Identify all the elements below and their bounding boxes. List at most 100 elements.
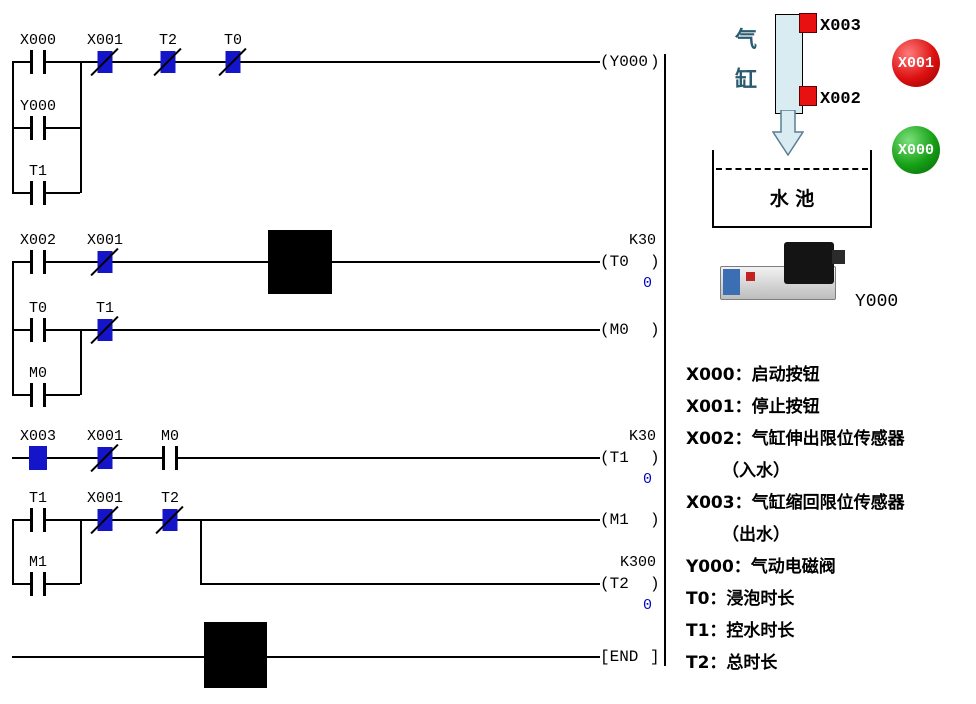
coil-t0-current-value: 0	[642, 275, 652, 292]
contact-t0-rung2[interactable]	[30, 318, 46, 342]
contact-bar-left	[162, 446, 165, 470]
contact-bar-right	[43, 250, 46, 274]
valve-solenoid-coil	[784, 242, 834, 284]
cylinder-name-char-1: 气	[735, 28, 758, 53]
contact-bar-left	[30, 181, 33, 205]
coil-t2[interactable]: (T2	[600, 575, 629, 593]
contact-m0-seal[interactable]	[30, 383, 46, 407]
contact-x002[interactable]	[30, 250, 46, 274]
water-tank: 水 池	[712, 150, 872, 228]
coil-t0-close: )	[650, 253, 660, 271]
contact-bar-left	[30, 383, 33, 407]
contact-t1-rung4-label: T1	[28, 490, 48, 507]
contact-bar-left	[30, 318, 33, 342]
wire-horizontal	[12, 61, 600, 63]
wire-vertical	[12, 262, 14, 395]
contact-x001-rung3[interactable]	[90, 443, 119, 473]
coil-t1-preset: K30	[628, 428, 656, 445]
coil-m0-close: )	[650, 321, 660, 339]
contact-x001-rung2-label: X001	[86, 232, 124, 249]
wire-vertical	[200, 520, 202, 584]
legend-t1: T1：控水时长	[686, 621, 795, 641]
wire-vertical	[80, 62, 82, 193]
wire-horizontal	[12, 192, 80, 194]
valve-connector	[832, 250, 845, 264]
contact-t1-rung2[interactable]	[90, 315, 119, 345]
wire-horizontal	[12, 127, 80, 129]
valve-label: Y000	[855, 292, 899, 312]
legend-x002-note: （入水）	[722, 461, 790, 481]
contact-t1-rung2-label: T1	[95, 300, 115, 317]
coil-t1-close: )	[650, 449, 660, 467]
sensor-x002-marker	[799, 86, 817, 106]
wire-horizontal	[12, 519, 600, 521]
contact-m1-seal-label: M1	[28, 554, 48, 571]
start-button-lamp: X000	[892, 126, 940, 174]
contact-t0-rung1[interactable]	[218, 47, 247, 77]
contact-t2-rung4-label: T2	[160, 490, 180, 507]
contact-m0-rung3[interactable]	[162, 446, 178, 470]
contact-x003[interactable]	[29, 446, 47, 470]
down-arrow-icon	[772, 110, 804, 156]
contact-x001-rung3-label: X001	[86, 428, 124, 445]
contact-x002-label: X002	[19, 232, 57, 249]
contact-t1-rung4[interactable]	[30, 508, 46, 532]
contact-x001-rung1-label: X001	[86, 32, 124, 49]
contact-bar-right	[175, 446, 178, 470]
contact-x001-rung4-label: X001	[86, 490, 124, 507]
contact-m0-seal-label: M0	[28, 365, 48, 382]
contact-t1-branch-label: T1	[28, 163, 48, 180]
contact-t0-rung2-label: T0	[28, 300, 48, 317]
contact-m1-seal[interactable]	[30, 572, 46, 596]
legend-t2: T2：总时长	[686, 653, 778, 673]
coil-m1-close: )	[650, 511, 660, 529]
contact-t2-rung1[interactable]	[153, 47, 182, 77]
coil-m0[interactable]: (M0	[600, 321, 629, 339]
black-block-2	[204, 622, 267, 688]
tank-label: 水 池	[769, 188, 815, 210]
contact-bar-right	[43, 50, 46, 74]
contact-bar-left	[30, 250, 33, 274]
contact-x001-rung1[interactable]	[90, 47, 119, 77]
water-level-line	[716, 168, 868, 170]
contact-y000-seal[interactable]	[30, 116, 46, 140]
coil-t2-preset: K300	[619, 554, 656, 571]
contact-bar-right	[43, 181, 46, 205]
coil-t1[interactable]: (T1	[600, 449, 629, 467]
contact-bar-right	[43, 318, 46, 342]
cylinder-name-char-2: 缸	[735, 68, 758, 93]
legend-x001: X001：停止按钮	[686, 397, 820, 417]
coil-m1[interactable]: (M1	[600, 511, 629, 529]
legend-x002: X002：气缸伸出限位传感器	[686, 429, 905, 449]
contact-x003-label: X003	[19, 428, 57, 445]
black-block-1	[268, 230, 332, 294]
wire-vertical	[12, 520, 14, 584]
start-lamp-label: X000	[897, 141, 934, 159]
wire-horizontal	[12, 583, 80, 585]
contact-t2-rung1-label: T2	[158, 32, 178, 49]
contact-x001-rung2[interactable]	[90, 247, 119, 277]
io-legend: X000：启动按钮 X001：停止按钮 X002：气缸伸出限位传感器 （入水） …	[686, 360, 974, 680]
sensor-x003-marker	[799, 13, 817, 33]
legend-x000: X000：启动按钮	[686, 365, 820, 385]
contact-bar-left	[30, 508, 33, 532]
contact-x000-label: X000	[19, 32, 57, 49]
legend-y000: Y000：气动电磁阀	[686, 557, 836, 577]
wire-vertical	[664, 54, 666, 666]
contact-bar-right	[43, 572, 46, 596]
contact-t2-rung4[interactable]	[155, 505, 184, 535]
contact-x000[interactable]	[30, 50, 46, 74]
valve-indicator	[746, 272, 755, 281]
wire-vertical	[80, 520, 82, 584]
end-instruction[interactable]: [END	[600, 648, 639, 666]
legend-t0: T0：浸泡时长	[686, 589, 795, 609]
valve-brand-tag	[723, 269, 740, 295]
contact-x001-rung4[interactable]	[90, 505, 119, 535]
coil-y000[interactable]: (Y000	[600, 53, 649, 71]
contact-t0-rung1-label: T0	[223, 32, 243, 49]
contact-t1-branch[interactable]	[30, 181, 46, 205]
coil-t0[interactable]: (T0	[600, 253, 629, 271]
end-instruction-close: ]	[650, 648, 660, 666]
contact-bar-right	[43, 116, 46, 140]
